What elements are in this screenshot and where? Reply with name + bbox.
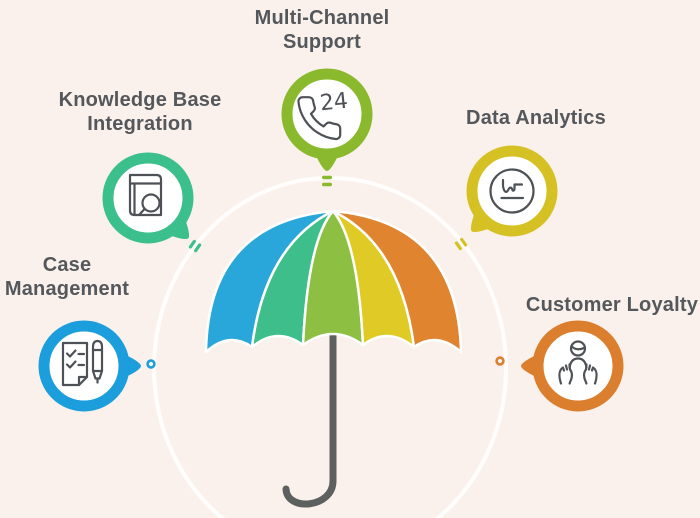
hands-person-icon xyxy=(558,340,598,385)
book-search-icon xyxy=(128,173,163,217)
label-knowledge-base-integration: Knowledge Base Integration xyxy=(58,89,222,136)
label-case-management: Case Management xyxy=(4,254,130,301)
node-knowledge-base-integration xyxy=(102,152,194,244)
node-case-management xyxy=(38,320,141,412)
node-customer-loyalty xyxy=(521,320,624,412)
node-multi-channel-support: 24 xyxy=(281,68,373,171)
bubble-ring xyxy=(532,320,624,412)
tick-dot-case-management xyxy=(146,359,156,369)
badge-24: 24 xyxy=(319,89,349,117)
checklist-pen-icon xyxy=(61,339,104,387)
line-chart-icon xyxy=(489,168,535,214)
umbrella-canopy xyxy=(204,209,463,354)
label-multi-channel-support: Multi-Channel Support xyxy=(254,7,390,54)
tick-dot-customer-loyalty xyxy=(495,356,505,366)
umbrella-panel-orange xyxy=(331,209,463,354)
node-data-analytics xyxy=(466,145,558,237)
label-data-analytics: Data Analytics xyxy=(466,107,606,129)
label-customer-loyalty: Customer Loyalty xyxy=(525,294,699,316)
umbrella-pole xyxy=(282,318,337,508)
tick-mark-multichannel xyxy=(322,175,332,187)
phone-24-icon: 24 xyxy=(297,89,349,141)
tick-mark-data-analytics xyxy=(454,237,468,251)
tick-mark-knowledge-base xyxy=(188,239,202,253)
bubble-ring xyxy=(281,68,373,160)
